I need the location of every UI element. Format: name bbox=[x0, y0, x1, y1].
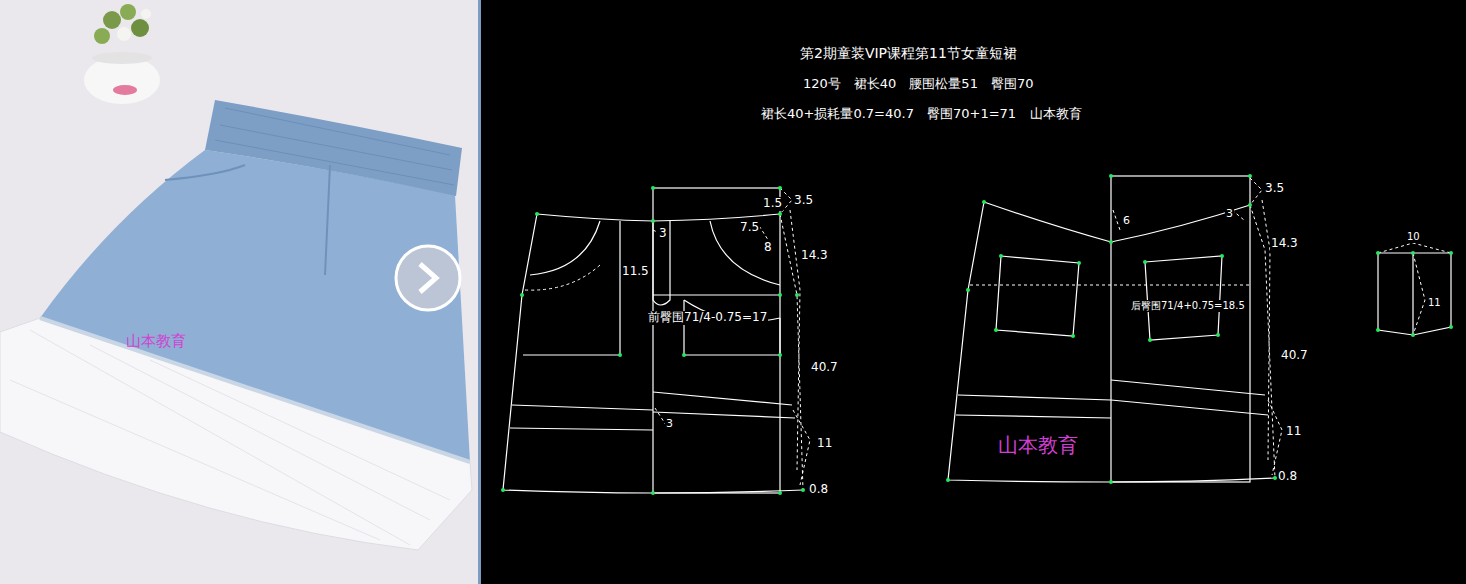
dimension: 40.7 bbox=[810, 361, 839, 375]
points bbox=[501, 174, 1453, 495]
dimension: 0.8 bbox=[808, 483, 829, 497]
title: 第2期童装VIP课程第11节女童短裙 bbox=[799, 45, 1018, 61]
dimension: 11 bbox=[816, 437, 833, 451]
pocket-pattern bbox=[1378, 253, 1451, 335]
spec-line: 裙长40+损耗量0.7=40.7 臀围70+1=71 bbox=[760, 107, 1017, 122]
dimension: 0.8 bbox=[1277, 470, 1298, 484]
dimension: 3.5 bbox=[793, 194, 814, 208]
dimension: 6 bbox=[1122, 215, 1131, 228]
dimension: 11 bbox=[1285, 425, 1302, 439]
dimension: 3.5 bbox=[1264, 182, 1285, 196]
front-pattern bbox=[503, 188, 803, 493]
dimension: 40.7 bbox=[1280, 349, 1309, 363]
dimension: 14.3 bbox=[1270, 237, 1299, 251]
dimension: 3 bbox=[665, 418, 674, 431]
back-pattern bbox=[948, 176, 1275, 482]
dimension: 11 bbox=[1427, 297, 1442, 309]
dimension: 8 bbox=[763, 241, 773, 255]
hip-formula: 前臀围71/4-0.75=17 bbox=[647, 311, 768, 325]
plant bbox=[84, 4, 160, 104]
dimension: 7.5 bbox=[739, 221, 760, 235]
dimension: 11.5 bbox=[621, 265, 650, 279]
dimension: 3 bbox=[658, 227, 668, 241]
dimension: 10 bbox=[1406, 231, 1421, 243]
watermark: 山本教育 bbox=[997, 434, 1079, 457]
hip-formula: 后臀围71/4+0.75=18.5 bbox=[1130, 300, 1246, 312]
dimension: 3 bbox=[1225, 208, 1234, 221]
brand-text: 山本教育 bbox=[1029, 107, 1083, 122]
skirt-photo bbox=[0, 100, 472, 550]
watermark: 山本教育 bbox=[125, 333, 187, 350]
dimension: 14.3 bbox=[800, 249, 829, 263]
dimension: 1.5 bbox=[762, 197, 783, 211]
spec-line: 120号 裙长40 腰围松量51 臀围70 bbox=[802, 77, 1034, 92]
